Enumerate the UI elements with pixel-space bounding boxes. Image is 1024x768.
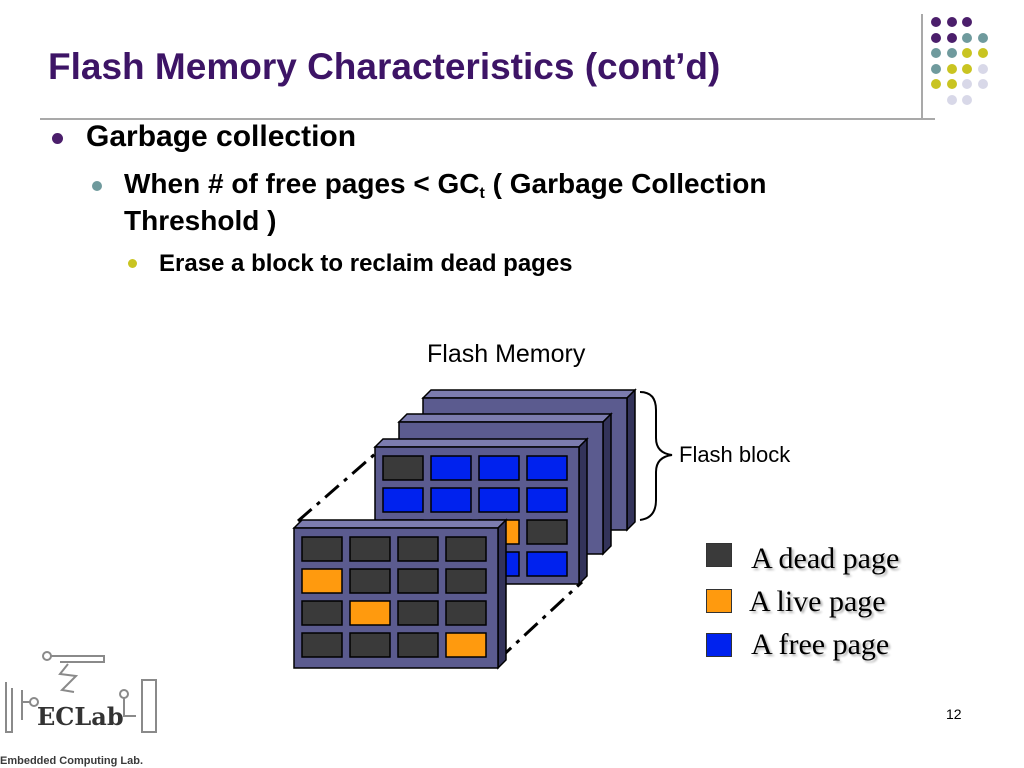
title-vertical-rule (921, 14, 923, 118)
bullet-dot-level2 (92, 181, 102, 191)
logo-wordmark: ECLab (37, 702, 124, 731)
third-block-page-free (526, 455, 568, 481)
slide-title: Flash Memory Characteristics (cont’d) (48, 46, 721, 87)
diagram-title: Flash Memory (427, 340, 586, 368)
decor-dot (931, 63, 941, 74)
decor-dot (977, 48, 988, 58)
decor-dot (946, 17, 957, 27)
legend-label-dead: A dead page (751, 542, 900, 575)
third-block-page-free (430, 455, 472, 481)
bullet-level2-line1: When # of free pages < GCt ( Garbage Col… (124, 168, 766, 203)
front-block-page-dead (397, 600, 439, 626)
front-block-page-dead (445, 600, 487, 626)
decor-dot (977, 32, 988, 43)
gc-text: When # of free pages < GC (124, 168, 480, 199)
bullet-dot-level1 (52, 133, 63, 144)
decor-dot (931, 79, 941, 89)
legend-label-free: A free page (751, 628, 890, 661)
title-horizontal-rule (40, 118, 935, 120)
front-block-page-dead (397, 632, 439, 658)
front-block-page-dead (301, 600, 343, 626)
decor-dot (946, 79, 957, 89)
third-block-page-free (382, 487, 424, 513)
decor-dot (962, 17, 972, 27)
decor-dot (931, 32, 941, 43)
decor-dot (931, 17, 941, 27)
flash-block-front (292, 518, 508, 670)
footer-lab-name: Embedded Computing Lab. (0, 755, 143, 767)
legend-swatch-live (706, 589, 732, 613)
front-block-page-live (349, 600, 391, 626)
third-block-page-dead (382, 455, 424, 481)
legend-label-live: A live page (749, 585, 886, 618)
front-block-page-dead (349, 568, 391, 594)
decor-dot (962, 48, 972, 58)
front-block-page-dead (349, 632, 391, 658)
front-block-page-dead (445, 568, 487, 594)
bullet-level2-line2: Threshold ) (124, 205, 277, 236)
front-block-page-dead (445, 536, 487, 562)
legend-swatch-free (706, 633, 732, 657)
front-block-page-dead (349, 536, 391, 562)
decor-dot (962, 79, 972, 89)
third-block-page-free (430, 487, 472, 513)
front-block-page-dead (397, 568, 439, 594)
perspective-line-top (297, 445, 384, 523)
third-block-page-free (478, 487, 520, 513)
page-number: 12 (946, 706, 962, 722)
decor-dot (977, 63, 988, 74)
eclab-logo: ECLab (5, 651, 157, 733)
front-block-page-dead (397, 536, 439, 562)
bullet-level1: Garbage collection (86, 120, 357, 153)
legend-swatch-dead (706, 543, 732, 567)
front-block-page-live (445, 632, 487, 658)
gc-text-post: ( Garbage Collection (484, 168, 767, 199)
flash-block-brace (639, 391, 673, 521)
decor-dot (946, 63, 957, 74)
decor-dot (962, 32, 972, 43)
decor-dot (946, 32, 957, 43)
front-block-page-dead (301, 632, 343, 658)
decor-dot (931, 48, 941, 58)
decor-dot (962, 63, 972, 74)
decor-dot (962, 94, 972, 105)
front-block-page-live (301, 568, 343, 594)
perspective-line-bottom (496, 580, 584, 662)
gc-subscript: t (479, 185, 485, 202)
flash-block-label: Flash block (679, 442, 791, 467)
decor-dot (946, 48, 957, 58)
third-block-page-dead (526, 519, 568, 545)
bullet-level3: Erase a block to reclaim dead pages (159, 250, 573, 277)
bullet-dot-level3 (128, 259, 137, 268)
third-block-page-free (478, 455, 520, 481)
third-block-page-free (526, 487, 568, 513)
third-block-page-free (526, 551, 568, 577)
front-block-page-dead (301, 536, 343, 562)
decor-dot (946, 94, 957, 105)
decor-dot (977, 79, 988, 89)
